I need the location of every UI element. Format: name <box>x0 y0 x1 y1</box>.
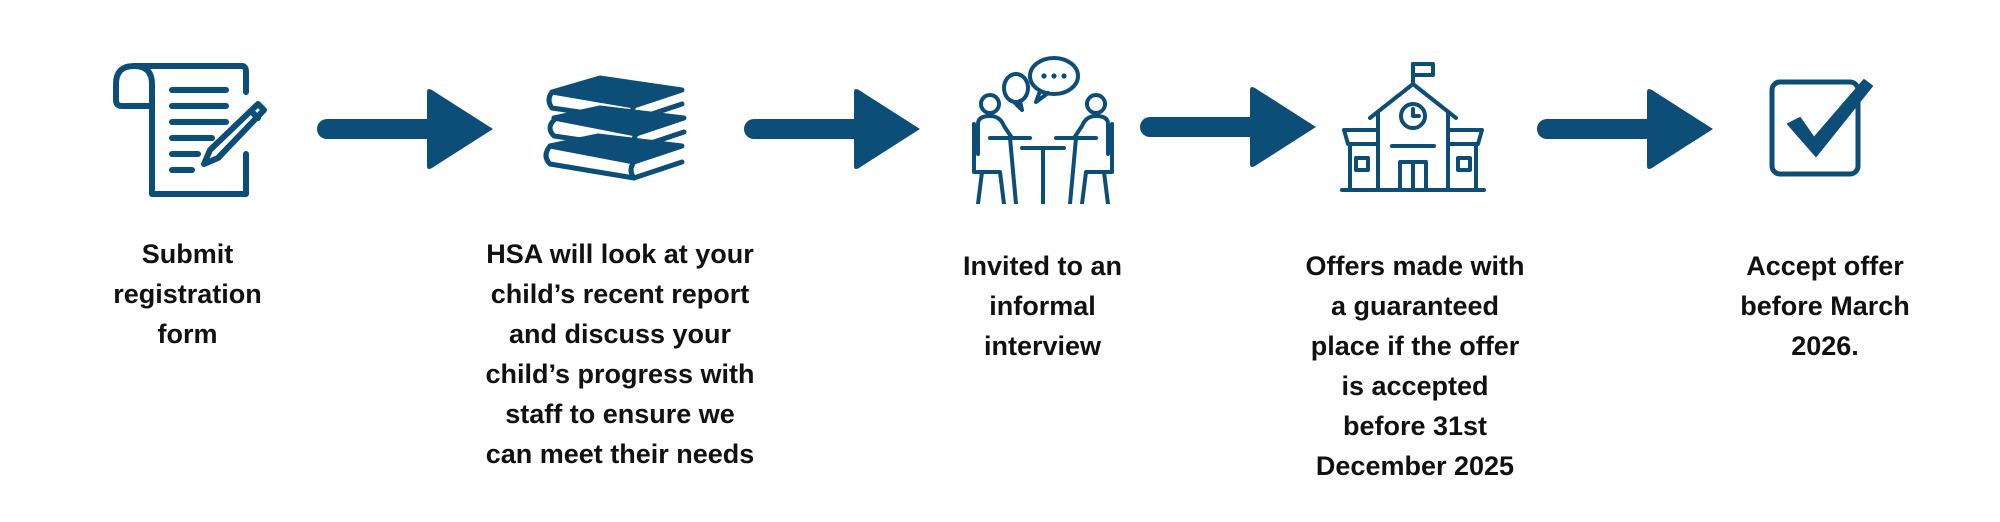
step-5-label: Accept offer before March 2026. <box>1740 251 1910 361</box>
step-4-label: Offers made with a guaranteed place if t… <box>1305 251 1525 481</box>
registration-form-icon <box>113 63 267 197</box>
interview-meeting-icon <box>972 56 1114 204</box>
checkbox-checked-icon <box>1769 79 1873 177</box>
flow-arrow-4 <box>1537 89 1713 169</box>
step-1-label: Submit registration form <box>113 239 262 349</box>
flow-arrow-3 <box>1140 87 1316 167</box>
flow-arrow-1 <box>317 89 493 169</box>
step-2-label: HSA will look at your child’s recent rep… <box>485 239 755 469</box>
flow-arrow-2 <box>744 89 920 169</box>
books-stack-icon <box>543 75 687 181</box>
school-building-icon <box>1340 62 1486 192</box>
step-3-label: Invited to an informal interview <box>962 251 1122 361</box>
